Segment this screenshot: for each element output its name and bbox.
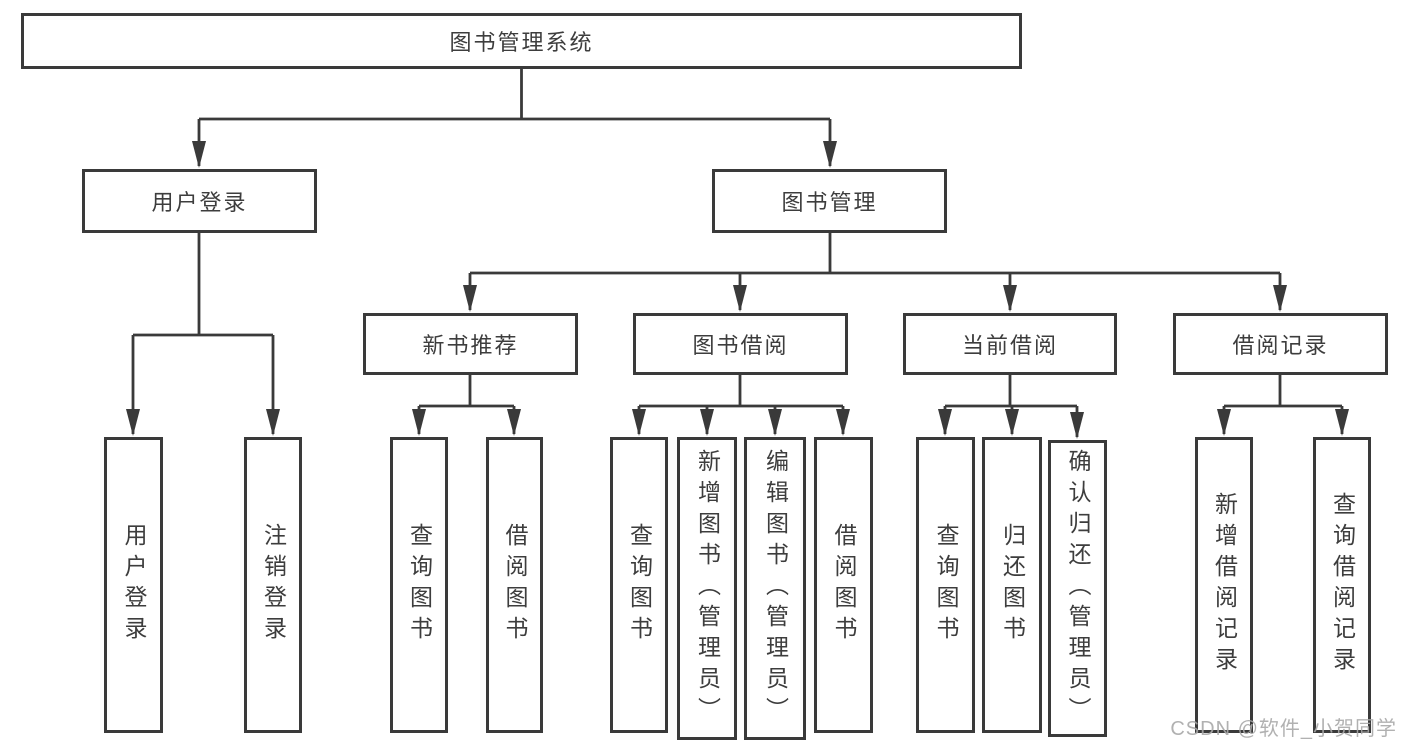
connector-group [131,69,1344,437]
node-root: 图书管理系统 [21,13,1022,69]
leaf-return-books: 归还图书 [982,437,1042,733]
leaf-add-book-admin: 新增图书（管理员） [677,437,737,740]
node-current-borrowing: 当前借阅 [903,313,1117,375]
node-new-book-recommend: 新书推荐 [363,313,578,375]
leaf-borrow-books: 借阅图书 [814,437,873,733]
leaf-user-login: 用户登录 [104,437,163,733]
node-user-login: 用户登录 [82,169,317,233]
leaf-add-borrow-record: 新增借阅记录 [1195,437,1253,733]
arrowheads-group [126,141,1349,439]
leaf-query-borrow-record: 查询借阅记录 [1313,437,1371,733]
leaf-logout: 注销登录 [244,437,302,733]
leaf-confirm-return-admin: 确认归还（管理员） [1048,440,1107,737]
node-book-management: 图书管理 [712,169,947,233]
leaf-borrow-query-books: 查询图书 [610,437,668,733]
leaf-newbook-borrow-books: 借阅图书 [486,437,543,733]
leaf-edit-book-admin: 编辑图书（管理员） [744,437,806,740]
leaf-current-query-books: 查询图书 [916,437,975,733]
watermark: CSDN @软件_小贺同学 [1170,718,1397,740]
node-book-borrowing: 图书借阅 [633,313,848,375]
leaf-newbook-query-books: 查询图书 [390,437,448,733]
node-borrowing-records: 借阅记录 [1173,313,1388,375]
